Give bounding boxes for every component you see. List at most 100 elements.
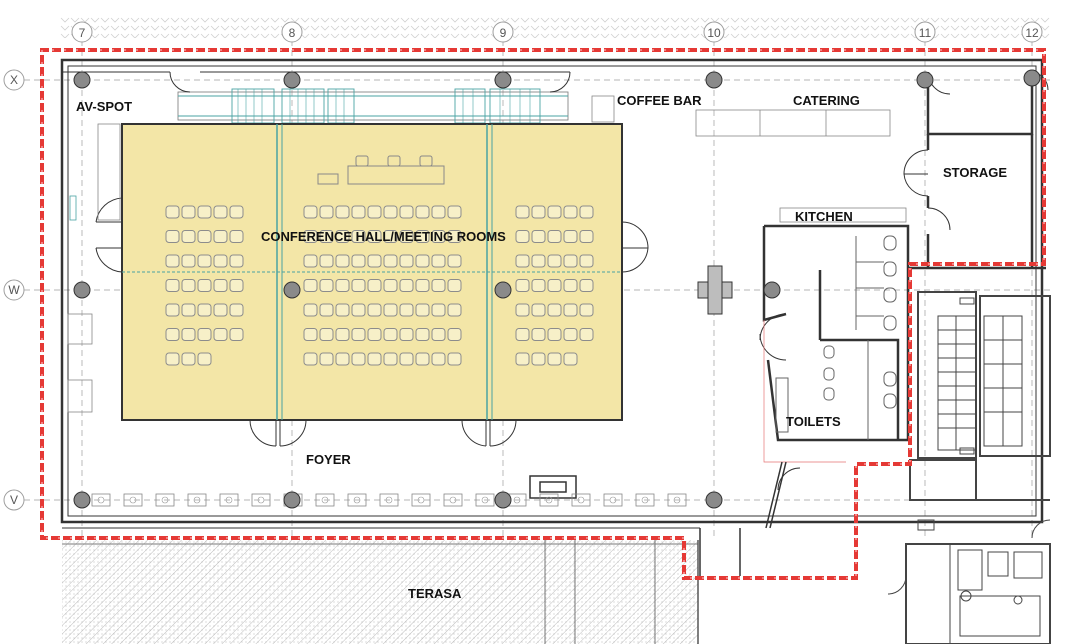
seat <box>335 230 350 243</box>
seat <box>563 279 578 292</box>
seat <box>447 352 462 366</box>
seat <box>351 352 366 366</box>
exterior-walls <box>60 58 1044 529</box>
seat <box>531 352 546 366</box>
seat <box>579 254 594 268</box>
seat <box>531 328 546 341</box>
facade-unit <box>155 493 175 507</box>
facade-unit <box>123 493 143 507</box>
seat <box>165 254 180 268</box>
column <box>494 491 512 509</box>
room-label-storage: STORAGE <box>943 165 1007 180</box>
seat <box>335 279 350 292</box>
seat <box>165 352 180 366</box>
seat <box>303 254 318 268</box>
roof-edge-pattern <box>60 16 1050 38</box>
facade-unit <box>315 493 335 507</box>
facade-unit-fixture <box>673 496 681 504</box>
seat <box>181 205 196 219</box>
seat <box>197 205 212 219</box>
seat <box>399 205 414 219</box>
seat <box>431 328 446 341</box>
grid-bubble-column <box>492 21 514 43</box>
seat <box>165 230 180 243</box>
seat <box>229 328 244 341</box>
seat <box>335 303 350 317</box>
seat <box>229 303 244 317</box>
seat <box>303 279 318 292</box>
column <box>705 491 723 509</box>
facade-unit-fixture <box>225 496 233 504</box>
grid-label-column: 8 <box>289 26 296 40</box>
column <box>916 71 934 89</box>
seat <box>431 303 446 317</box>
facade-unit <box>411 493 431 507</box>
seat <box>165 328 180 341</box>
seat <box>197 279 212 292</box>
seat <box>415 328 430 341</box>
seat <box>563 303 578 317</box>
column <box>763 281 781 299</box>
seat <box>531 279 546 292</box>
column <box>705 71 723 89</box>
seat <box>181 303 196 317</box>
seat <box>399 279 414 292</box>
facade-unit-fixture <box>193 496 201 504</box>
seat <box>335 205 350 219</box>
seat <box>383 205 398 219</box>
structural-columns <box>73 69 1041 509</box>
toilet-fixtures <box>775 235 897 440</box>
facade-unit-fixture <box>513 496 521 504</box>
grid-label-column: 10 <box>707 26 721 40</box>
seat <box>563 328 578 341</box>
grid-label-row: X <box>10 73 18 87</box>
seat <box>303 205 318 219</box>
seat <box>547 254 562 268</box>
facade-unit <box>91 493 111 507</box>
seat <box>579 205 594 219</box>
seat <box>197 303 212 317</box>
seat <box>399 303 414 317</box>
seat <box>367 205 382 219</box>
grid-bubble-row <box>3 489 25 511</box>
seat <box>431 254 446 268</box>
seat <box>367 230 382 243</box>
facade-unit-fixture <box>417 496 425 504</box>
column <box>283 491 301 509</box>
room-label-toilets: TOILETS <box>786 414 841 429</box>
seat <box>213 303 228 317</box>
seat <box>367 303 382 317</box>
seat <box>229 230 244 243</box>
seat <box>351 254 366 268</box>
seat <box>383 328 398 341</box>
column <box>73 491 91 509</box>
grid-label-row: V <box>10 493 18 507</box>
seat <box>319 205 334 219</box>
seat <box>197 254 212 268</box>
seat <box>303 230 318 243</box>
seat <box>181 352 196 366</box>
column <box>73 71 91 89</box>
facade-unit-fixture <box>97 496 105 504</box>
seat <box>447 303 462 317</box>
seat <box>181 328 196 341</box>
column <box>73 281 91 299</box>
seat <box>383 279 398 292</box>
service-walls <box>762 72 1046 442</box>
seat <box>165 279 180 292</box>
seat <box>303 352 318 366</box>
seat <box>563 254 578 268</box>
seat <box>515 279 530 292</box>
seat <box>431 352 446 366</box>
seat <box>303 328 318 341</box>
facade-unit <box>603 493 623 507</box>
grid-bubble-row <box>3 69 25 91</box>
seat <box>515 230 530 243</box>
conference-hall <box>121 123 623 421</box>
seat <box>531 230 546 243</box>
seat <box>213 254 228 268</box>
column <box>494 281 512 299</box>
facade-unit-fixture <box>161 496 169 504</box>
facade-unit-fixture <box>257 496 265 504</box>
seat <box>399 230 414 243</box>
